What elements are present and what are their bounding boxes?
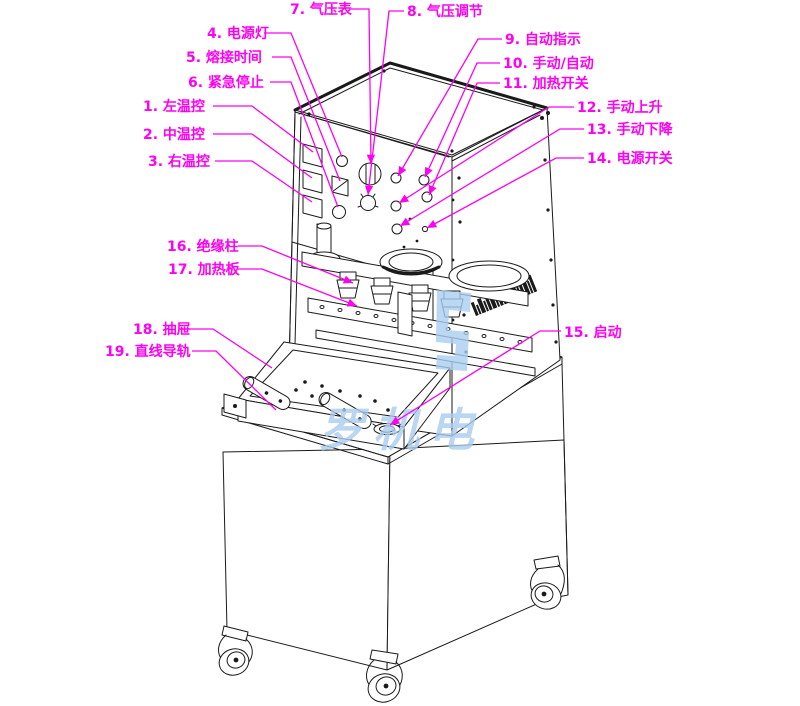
- label-text-5: 5. 熔接时间: [186, 49, 262, 66]
- pressure-regulator-knob: [357, 193, 379, 211]
- machine-drawing: [218, 61, 569, 703]
- heating-assembly: [301, 222, 536, 377]
- cylinder-boss: [379, 248, 443, 276]
- power-switch: [421, 225, 429, 233]
- label-emergency-stop: 6. 紧急停止: [188, 74, 339, 208]
- label-text-6: 6. 紧急停止: [188, 74, 264, 91]
- label-welding-time: 5. 熔接时间: [186, 49, 341, 182]
- leader-line-13: [399, 128, 584, 227]
- leader-line-1: [213, 105, 314, 153]
- temp-controller-middle: [302, 169, 323, 194]
- heating-switch: [421, 191, 433, 203]
- label-text-4: 4. 电源灯: [207, 25, 269, 42]
- label-text-8: 8. 气压调节: [407, 3, 483, 20]
- leader-line-19: [192, 350, 277, 411]
- manual-up-button: [390, 200, 402, 212]
- label-text-9: 9. 自动指示: [505, 31, 581, 48]
- label-manual-down: 13. 手动下降: [399, 121, 674, 227]
- label-text-1: 1. 左温控: [143, 98, 205, 115]
- leader-line-9: [397, 38, 502, 177]
- leader-line-11: [428, 82, 500, 196]
- label-start: 15. 启动: [389, 324, 622, 426]
- temp-controller-right: [302, 194, 323, 219]
- power-light: [336, 155, 348, 167]
- label-text-14: 14. 电源开关: [587, 150, 673, 167]
- labels-layer: 1. 左温控 2. 中温控 3. 右温控 4. 电源灯 5. 熔接时间 6. 紧…: [105, 1, 674, 426]
- label-linear-guide: 19. 直线导轨: [105, 343, 277, 411]
- label-text-13: 13. 手动下降: [587, 121, 674, 138]
- label-auto-indicator: 9. 自动指示: [397, 31, 581, 177]
- label-text-12: 12. 手动上升: [577, 99, 663, 116]
- caster-wheel-front: [366, 649, 403, 703]
- label-text-15: 15. 启动: [564, 324, 622, 341]
- watermark: 罗机电: [318, 290, 483, 457]
- emergency-stop-button: [332, 205, 346, 219]
- label-power-light: 4. 电源灯: [207, 25, 343, 158]
- label-power-switch: 14. 电源开关: [426, 150, 673, 229]
- label-text-7: 7. 气压表: [290, 1, 353, 18]
- cabinet-base: [218, 363, 569, 703]
- cabinet-right-face: [386, 439, 569, 671]
- leader-line-18: [190, 328, 273, 369]
- label-text-10: 10. 手动/自动: [503, 55, 594, 72]
- watermark-glyph: [436, 290, 471, 371]
- label-text-19: 19. 直线导轨: [105, 343, 191, 360]
- watermark-text: 罗机电: [318, 403, 483, 457]
- label-left-temp: 1. 左温控: [143, 98, 314, 153]
- heating-plate: [307, 291, 536, 377]
- leader-line-17: [238, 268, 358, 307]
- label-pressure-regulator: 8. 气压调节: [364, 3, 483, 196]
- welding-timer: [331, 175, 349, 197]
- label-text-11: 11. 加热开关: [503, 75, 589, 92]
- label-text-3: 3. 右温控: [148, 153, 210, 170]
- label-right-temp: 3. 右温控: [148, 153, 313, 203]
- label-manual-up: 12. 手动上升: [398, 99, 663, 204]
- label-heating-switch: 11. 加热开关: [428, 75, 589, 196]
- label-text-17: 17. 加热板: [168, 261, 241, 278]
- leader-line-16: [238, 245, 354, 284]
- leader-line-2: [213, 133, 313, 179]
- label-manual-auto: 10. 手动/自动: [424, 55, 594, 178]
- label-middle-temp: 2. 中温控: [143, 126, 313, 179]
- label-text-18: 18. 抽屉: [133, 321, 191, 338]
- label-insulating-column: 16. 绝缘柱: [167, 238, 354, 284]
- leader-line-6: [270, 81, 339, 208]
- label-pressure-gauge: 7. 气压表: [290, 1, 376, 165]
- leader-line-10: [424, 62, 500, 178]
- leader-line-8: [364, 10, 404, 196]
- start-button: [372, 423, 402, 435]
- linear-guide-rail: [223, 376, 372, 429]
- label-drawer: 18. 抽屉: [133, 321, 273, 369]
- leader-line-5: [272, 56, 341, 182]
- manual-down-button: [391, 223, 403, 235]
- leader-line-4: [264, 32, 343, 158]
- manual-auto-switch: [418, 174, 430, 186]
- leader-line-15: [389, 330, 561, 426]
- caster-wheel-right: [530, 555, 565, 610]
- leader-line-3: [215, 160, 313, 203]
- label-heating-plate: 17. 加热板: [168, 261, 358, 307]
- leader-line-14: [426, 157, 584, 229]
- label-text-2: 2. 中温控: [143, 126, 205, 143]
- caster-wheel-left: [218, 625, 253, 676]
- label-text-16: 16. 绝缘柱: [167, 238, 239, 255]
- cabinet-front-face: [222, 448, 391, 671]
- leader-line-12: [398, 106, 574, 204]
- leader-line-7: [351, 8, 376, 165]
- drawer-tray: [223, 341, 451, 450]
- plate-opening: [448, 260, 530, 292]
